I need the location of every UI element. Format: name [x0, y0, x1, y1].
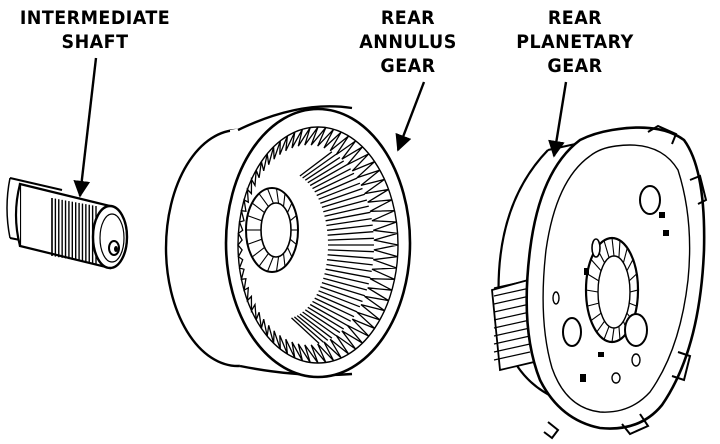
intermediate-shaft-label: INTERMEDIATE SHAFT	[8, 6, 183, 54]
rear-annulus-gear-label-line-1: REAR	[380, 7, 436, 29]
rear-planetary-gear-label: REAR PLANETARY GEAR	[506, 6, 644, 78]
rear-planetary-gear-label-line-3: GEAR	[547, 55, 603, 77]
intermediate-shaft-label-line-2: SHAFT	[61, 31, 129, 53]
intermediate-shaft-arrow	[73, 57, 98, 198]
annulus-internal-teeth	[237, 126, 399, 364]
rear-planetary-gear-label-line-2: PLANETARY	[516, 31, 634, 53]
rear-annulus-gear-label-line-2: ANNULUS	[359, 31, 457, 53]
shaft-splines	[51, 198, 97, 264]
annulus-hub-splines	[246, 188, 298, 272]
rear-planetary-gear-arrow	[548, 81, 568, 158]
intermediate-shaft	[6, 177, 129, 270]
rear-annulus-gear-label: REAR ANNULUS GEAR	[356, 6, 459, 78]
rear-annulus-gear-label-line-3: GEAR	[380, 55, 436, 77]
planet-pinion-bottom	[491, 278, 535, 372]
intermediate-shaft-label-line-1: INTERMEDIATE	[19, 7, 171, 29]
rear-annulus-gear	[164, 105, 412, 379]
rear-planetary-gear-label-line-1: REAR	[547, 7, 603, 29]
rear-annulus-gear-arrow	[395, 81, 426, 152]
leader-arrows	[73, 57, 568, 198]
rear-planetary-gear	[491, 124, 708, 440]
